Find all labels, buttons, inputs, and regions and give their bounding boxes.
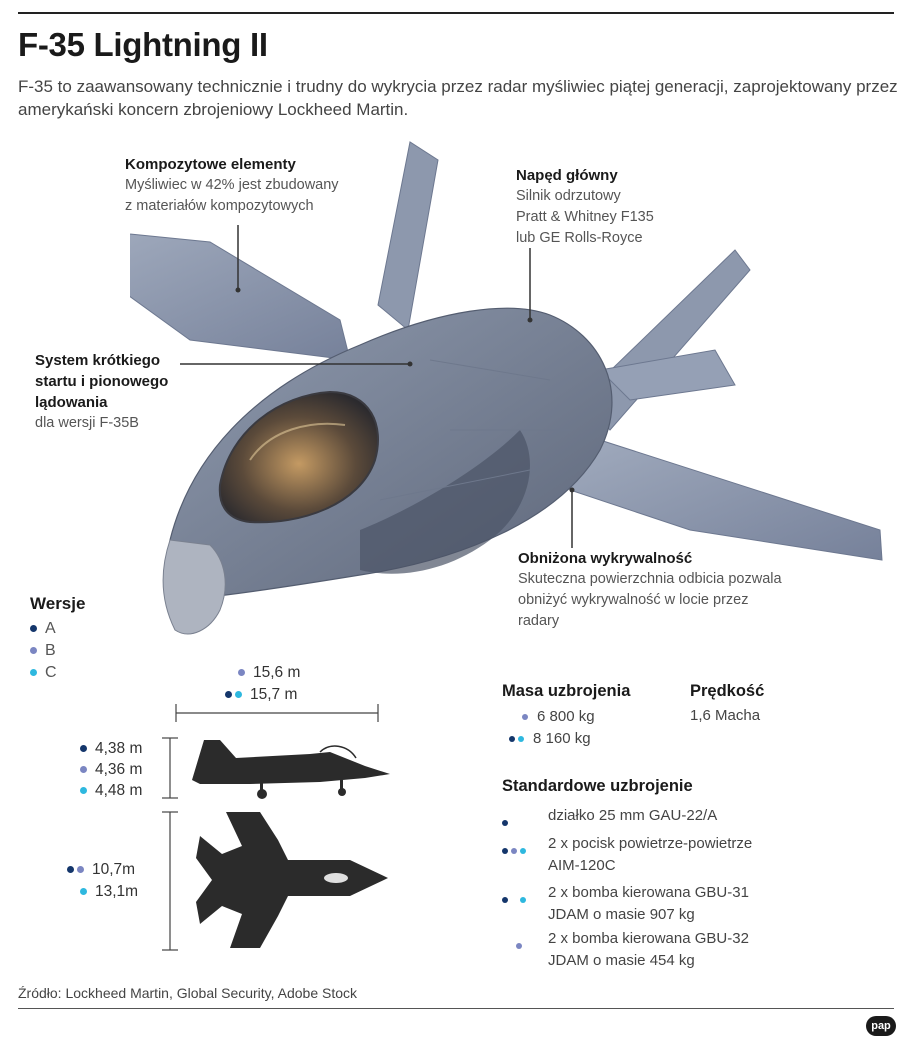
jet-silhouettes: [162, 704, 390, 951]
weapon-mass-a-c: 8 160 kg: [509, 728, 591, 750]
version-a-dot-icon: [502, 897, 508, 904]
armament-line: 2 x bomba kierowana GBU-32: [548, 930, 749, 947]
version-a-dot-icon: [67, 866, 74, 874]
callout-stovl-head: lądowania: [35, 394, 108, 411]
armament-line: AIM-120C: [548, 857, 616, 874]
version-a-dot-icon: [502, 820, 508, 827]
height-c: 4,48 m: [80, 780, 142, 801]
page-title: F-35 Lightning II: [18, 26, 268, 63]
callout-composite-line: z materiałów kompozytowych: [125, 198, 314, 214]
version-c-dot-icon: [80, 888, 87, 896]
version-b-dot-icon: [80, 766, 87, 774]
weapon-mass-value: 8 160 kg: [533, 730, 591, 747]
version-a-item: A: [30, 618, 85, 640]
version-c-dot-icon: [235, 691, 242, 699]
callout-stovl-head: startu i pionowego: [35, 373, 169, 390]
callout-composite: Kompozytowe elementy Myśliwiec w 42% jes…: [125, 154, 339, 217]
armament-line: 2 x pocisk powietrze-powietrze: [548, 835, 753, 852]
callout-composite-head: Kompozytowe elementy: [125, 156, 296, 173]
version-c-dot-icon: [80, 787, 87, 795]
weapon-mass-b: 6 800 kg: [522, 706, 595, 728]
speed-heading: Prędkość: [690, 682, 765, 700]
version-b-dot-icon: [77, 866, 84, 874]
spacer-dot: [502, 943, 508, 949]
height-value: 4,48 m: [95, 782, 143, 799]
version-a-dot-icon: [80, 745, 87, 753]
version-label: A: [45, 620, 56, 637]
height-a: 4,38 m: [80, 738, 142, 759]
f35-jet-illustration: [130, 141, 883, 635]
armament-line: działko 25 mm GAU-22/A: [548, 807, 718, 824]
version-b-dot-icon: [516, 943, 522, 950]
weapon-mass-value: 6 800 kg: [537, 708, 595, 725]
version-c-dot-icon: [520, 848, 526, 855]
callout-stovl: System krótkiego startu i pionowego lądo…: [35, 350, 168, 434]
version-a-dot-icon: [509, 736, 515, 743]
armament-line: JDAM o masie 454 kg: [548, 952, 695, 969]
armament-line: 2 x bomba kierowana GBU-31: [548, 884, 749, 901]
armament-line: JDAM o masie 907 kg: [548, 906, 695, 923]
spacer-dot: [511, 897, 517, 903]
callout-stovl-head: System krótkiego: [35, 352, 161, 369]
version-label: B: [45, 642, 56, 659]
callout-engine-line: Pratt & Whitney F135: [516, 209, 654, 225]
callout-stealth-line: Skuteczna powierzchnia odbicia pozwala: [518, 571, 782, 587]
length-value: 15,7 m: [250, 686, 298, 703]
height-b: 4,36 m: [80, 759, 142, 780]
version-b-dot-icon: [511, 848, 517, 855]
version-a-dot-icon: [30, 625, 37, 633]
versions-heading: Wersje: [30, 594, 86, 613]
version-b-dot-icon: [522, 714, 528, 721]
version-a-dot-icon: [502, 848, 508, 855]
height-value: 4,38 m: [95, 740, 143, 757]
bottom-rule: [18, 1008, 894, 1009]
version-c-item: C: [30, 662, 85, 684]
callout-engine-line: Silnik odrzutowy: [516, 188, 621, 204]
version-a-dot-icon: [225, 691, 232, 699]
callout-stealth-line: radary: [518, 613, 560, 629]
callout-stovl-line: dla wersji F-35B: [35, 415, 139, 431]
pap-logo: pap: [866, 1016, 896, 1036]
wingspan-value: 13,1m: [95, 883, 139, 900]
length-a-c: 15,7 m: [225, 684, 297, 705]
version-b-dot-icon: [30, 647, 37, 655]
armament-heading: Standardowe uzbrojenie: [502, 777, 693, 795]
weapon-mass-heading: Masa uzbrojenia: [502, 682, 631, 700]
callout-engine-head: Napęd główny: [516, 167, 618, 184]
versions-legend: Wersje A B C: [30, 594, 85, 684]
wingspan-value: 10,7m: [92, 861, 136, 878]
callout-composite-line: Myśliwiec w 42% jest zbudowany: [125, 177, 339, 193]
callout-stealth-head: Obniżona wykrywalność: [518, 550, 693, 567]
intro-text: F-35 to zaawansowany technicznie i trudn…: [18, 77, 898, 119]
version-c-dot-icon: [520, 897, 526, 904]
version-b-dot-icon: [238, 669, 245, 677]
length-a-b: 15,6 m: [238, 662, 300, 683]
source-note: Źródło: Lockheed Martin, Global Security…: [18, 985, 358, 1001]
length-value: 15,6 m: [253, 664, 301, 681]
wingspan-a-b: 10,7m: [67, 859, 135, 880]
version-c-dot-icon: [518, 736, 524, 743]
version-c-dot-icon: [30, 669, 37, 677]
version-b-item: B: [30, 640, 85, 662]
callout-stealth: Obniżona wykrywalność Skuteczna powierzc…: [518, 548, 782, 632]
callout-stealth-line: obniżyć wykrywalność w locie przez: [518, 592, 749, 608]
spacer-dot: [511, 943, 513, 949]
callout-engine: Napęd główny Silnik odrzutowy Pratt & Wh…: [516, 165, 654, 249]
speed-value: 1,6 Macha: [690, 707, 761, 724]
version-label: C: [45, 664, 57, 681]
callout-engine-line: lub GE Rolls-Royce: [516, 230, 643, 246]
height-value: 4,36 m: [95, 761, 143, 778]
wingspan-c: 13,1m: [80, 881, 138, 902]
top-rule: [18, 12, 894, 14]
